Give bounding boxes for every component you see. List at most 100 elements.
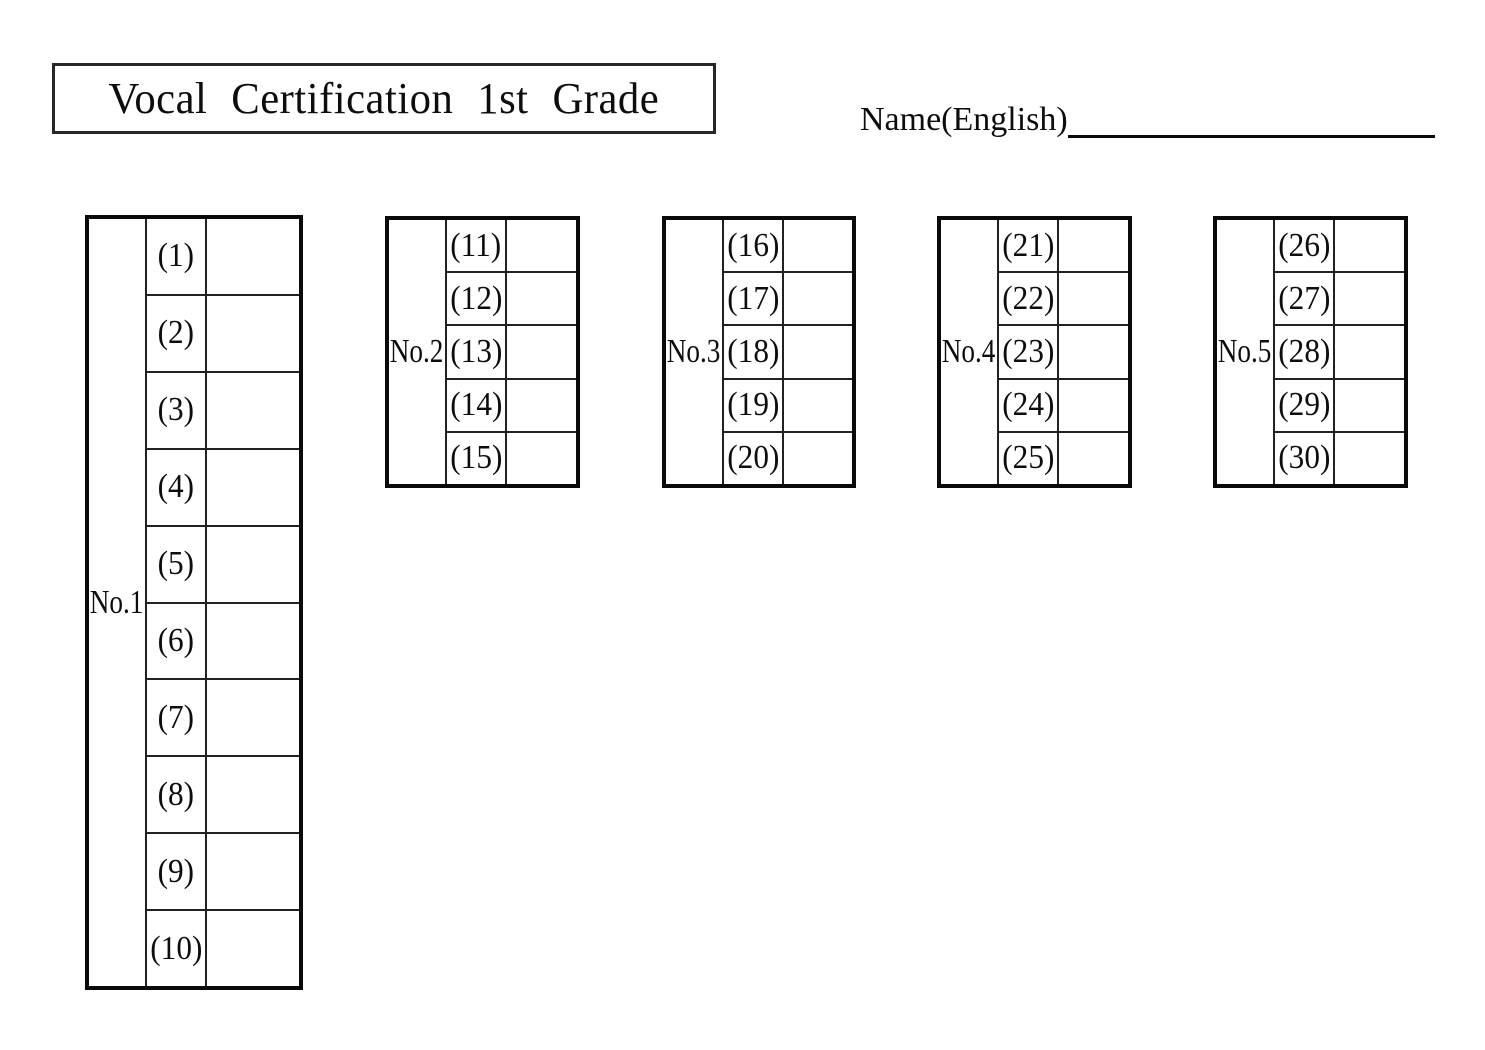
answer-cell[interactable] (207, 450, 299, 525)
answer-cell[interactable] (784, 220, 852, 271)
question-number-text: (7) (157, 698, 195, 736)
table-rows: (26) (27) (28) (29) (30) (1275, 220, 1404, 485)
table-row: (16) (724, 220, 852, 274)
question-number-text: (4) (157, 468, 195, 506)
question-number-text: (21) (1001, 226, 1055, 264)
question-number-text: (5) (157, 545, 195, 583)
table-row: (25) (999, 432, 1128, 485)
question-number-text: (20) (726, 439, 780, 477)
answer-cell[interactable] (207, 680, 299, 755)
question-number-text: (11) (450, 226, 502, 264)
table-row: (9) (147, 834, 299, 912)
question-number: (18) (724, 326, 784, 378)
question-number: (5) (147, 526, 207, 602)
table-row: (18) (724, 326, 852, 380)
table-row: (29) (1275, 379, 1404, 433)
question-number-text: (23) (1001, 333, 1055, 370)
answer-table-no5: No.5 (26) (27) (28) (29) (30) (1213, 216, 1408, 488)
question-number: (21) (999, 220, 1059, 272)
table-label-text: No.2 (390, 333, 444, 370)
answer-cell[interactable] (207, 527, 299, 602)
table-row: (14) (447, 379, 576, 433)
name-field: Name(English) (860, 100, 1435, 140)
answer-cell[interactable] (1335, 273, 1404, 324)
table-row: (5) (147, 526, 299, 604)
question-number-text: (19) (726, 386, 780, 424)
answer-cell[interactable] (207, 757, 299, 832)
table-row: (17) (724, 273, 852, 327)
answer-cell[interactable] (207, 604, 299, 679)
table-label-text: No.1 (90, 583, 144, 621)
question-number-text: (6) (157, 621, 195, 659)
answer-cell[interactable] (1335, 380, 1404, 431)
table-label-text: No.4 (942, 333, 996, 370)
question-number: (7) (147, 680, 207, 756)
answer-cell[interactable] (1059, 273, 1128, 324)
answer-cell[interactable] (507, 380, 576, 431)
name-label: Name(English) (860, 101, 1068, 138)
table-rows: (21) (22) (23) (24) (25) (999, 220, 1128, 485)
question-number: (13) (447, 326, 507, 378)
table-row: (15) (447, 432, 576, 485)
answer-cell[interactable] (784, 273, 852, 324)
table-row: (22) (999, 273, 1128, 327)
title-box: Vocal Certification 1st Grade (52, 63, 716, 134)
table-row: (30) (1275, 432, 1404, 485)
answer-cell[interactable] (1335, 326, 1404, 377)
answer-cell[interactable] (507, 433, 576, 484)
question-number-text: (26) (1277, 226, 1331, 264)
answer-cell[interactable] (1335, 433, 1404, 484)
table-label: No.1 (89, 219, 147, 986)
table-row: (20) (724, 432, 852, 485)
question-number: (28) (1275, 326, 1335, 378)
answer-cell[interactable] (784, 326, 852, 377)
answer-cell[interactable] (507, 273, 576, 324)
answer-cell[interactable] (1059, 326, 1128, 377)
question-number-text: (9) (157, 852, 195, 890)
answer-cell[interactable] (1059, 380, 1128, 431)
table-label-text: No.3 (667, 333, 721, 370)
answer-table-no3: No.3 (16) (17) (18) (19) (20) (662, 216, 856, 488)
table-row: (26) (1275, 220, 1404, 274)
question-number-text: (22) (1001, 279, 1055, 317)
table-label: No.4 (941, 220, 999, 484)
question-number: (8) (147, 757, 207, 833)
answer-cell[interactable] (784, 433, 852, 484)
question-number-text: (16) (726, 226, 780, 264)
answer-cell[interactable] (784, 380, 852, 431)
name-underline[interactable] (1067, 135, 1435, 139)
table-rows: (16) (17) (18) (19) (20) (724, 220, 852, 485)
question-number-text: (10) (149, 929, 203, 967)
question-number: (22) (999, 273, 1059, 325)
question-number: (1) (147, 219, 207, 294)
table-label: No.5 (1217, 220, 1275, 484)
question-number: (12) (447, 273, 507, 325)
answer-cell[interactable] (507, 326, 576, 377)
question-number-text: (14) (449, 386, 503, 424)
table-label: No.3 (666, 220, 724, 484)
question-number-text: (27) (1277, 279, 1331, 317)
table-rows: (11) (12) (13) (14) (15) (447, 220, 576, 485)
answer-cell[interactable] (207, 834, 299, 909)
question-number-text: (30) (1277, 439, 1331, 477)
answer-cell[interactable] (1335, 220, 1404, 271)
table-row: (1) (147, 219, 299, 296)
answer-cell[interactable] (207, 911, 299, 986)
question-number: (26) (1275, 220, 1335, 272)
answer-cell[interactable] (207, 219, 299, 294)
question-number: (14) (447, 379, 507, 431)
question-number: (11) (447, 220, 507, 272)
question-number: (19) (724, 379, 784, 431)
question-number-text: (2) (157, 314, 195, 352)
table-row: (27) (1275, 273, 1404, 327)
question-number: (25) (999, 432, 1059, 485)
answer-cell[interactable] (507, 220, 576, 271)
answer-cell[interactable] (1059, 220, 1128, 271)
answer-cell[interactable] (207, 296, 299, 371)
table-row: (21) (999, 220, 1128, 274)
answer-cell[interactable] (1059, 433, 1128, 484)
question-number: (23) (999, 326, 1059, 378)
table-row: (8) (147, 757, 299, 835)
answer-cell[interactable] (207, 373, 299, 448)
